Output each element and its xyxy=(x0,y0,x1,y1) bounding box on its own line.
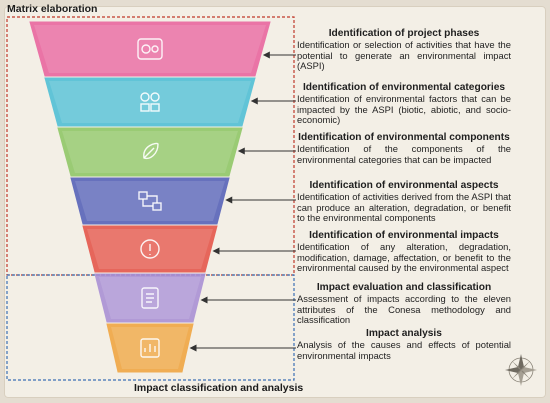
funnel-layers xyxy=(29,21,271,373)
gears-icon xyxy=(137,38,163,60)
step-4-text: Identification of environmental aspects … xyxy=(297,180,511,224)
analysis-icon xyxy=(140,338,160,358)
arrows xyxy=(189,51,296,352)
step-5-text: Identification of environmental impacts … xyxy=(297,230,511,274)
funnel-layer-4-highlight xyxy=(75,181,225,221)
matrix-elaboration-frame xyxy=(6,16,295,276)
arrow-2-head xyxy=(250,97,258,105)
funnel-layer-2-highlight xyxy=(49,81,251,123)
matrix-elaboration-label: Matrix elaboration xyxy=(7,3,98,15)
step-2-text: Identification of environmental categori… xyxy=(297,82,511,126)
step-1-description: Identification or selection of activitie… xyxy=(297,39,511,72)
step-7-text: Impact analysis Analysis of the causes a… xyxy=(297,328,511,361)
leaf-icon xyxy=(143,142,159,160)
arrow-3-head xyxy=(237,147,245,155)
step-7-title: Impact analysis xyxy=(366,328,442,339)
step-4-description: Identification of activities derived fro… xyxy=(297,191,511,224)
arrow-4-head xyxy=(225,196,233,204)
step-1-text: Identification of project phases Identif… xyxy=(297,28,511,72)
funnel-layer-4 xyxy=(70,177,230,225)
step-6-description: Assessment of impacts according to the e… xyxy=(297,293,511,326)
step-5-description: Identification of any alteration, degrad… xyxy=(297,241,511,274)
arrow-1-head xyxy=(262,51,270,59)
impact-classification-label: Impact classification and analysis xyxy=(134,382,304,394)
step-3-description: Identification of the components of the … xyxy=(297,143,511,165)
compass-rose-icon xyxy=(505,354,537,386)
step-3-text: Identification of environmental componen… xyxy=(297,132,511,165)
step-2-description: Identification of environmental factors … xyxy=(297,93,511,126)
step-7-description: Analysis of the causes and effects of po… xyxy=(297,339,511,361)
step-4-title: Identification of environmental aspects xyxy=(309,180,499,191)
checklist-icon xyxy=(141,287,159,309)
step-1-title: Identification of project phases xyxy=(328,28,480,39)
categories-icon xyxy=(140,92,160,112)
warning-globe-icon xyxy=(140,239,160,259)
arrow-5-head xyxy=(212,247,220,255)
step-2-title: Identification of environmental categori… xyxy=(302,82,506,93)
impact-classification-frame xyxy=(6,274,295,381)
step-6-title: Impact evaluation and classification xyxy=(316,282,492,293)
funnel-layer-2 xyxy=(44,77,256,127)
flow-icon xyxy=(138,191,162,211)
step-6-text: Impact evaluation and classification Ass… xyxy=(297,282,511,326)
step-5-title: Identification of environmental impacts xyxy=(309,230,499,241)
arrow-6-head xyxy=(200,296,208,304)
arrow-7-head xyxy=(189,344,197,352)
step-3-title: Identification of environmental componen… xyxy=(298,132,510,143)
